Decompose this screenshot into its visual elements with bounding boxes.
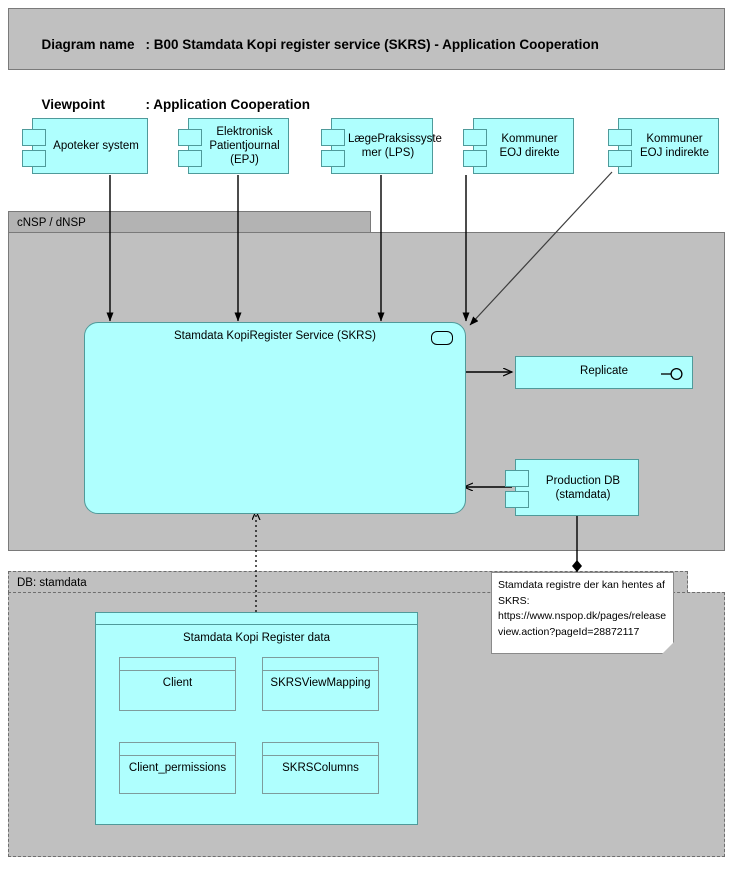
entity-label: Client_permissions: [128, 762, 227, 774]
entity-label: SKRSViewMapping: [270, 677, 371, 689]
diagram-name-line: Diagram name : B00 Stamdata Kopi register…: [19, 15, 714, 75]
component-laegepraksissystemer-lps[interactable]: LægePraksissyste mer (LPS): [321, 118, 442, 174]
application-service-skrs[interactable]: Stamdata KopiRegister Service (SKRS): [84, 322, 466, 514]
component-tab-icon: [608, 129, 632, 146]
entity-skrscolumns[interactable]: SKRSColumns: [262, 742, 379, 794]
component-kommuner-eoj-direkte[interactable]: Kommuner EOJ direkte: [463, 118, 574, 174]
group-label-db-stamdata: DB: stamdata: [17, 577, 87, 589]
entity-client-permissions[interactable]: Client_permissions: [119, 742, 236, 794]
entity-client[interactable]: Client: [119, 657, 236, 711]
entity-header-strip: [120, 658, 235, 671]
component-elektronisk-patientjournal-epj[interactable]: Elektronisk Patientjournal (EPJ): [178, 118, 289, 174]
diagram-name-key: Diagram name: [41, 37, 135, 52]
component-tab-icon: [463, 150, 487, 167]
component-tab-icon: [178, 129, 202, 146]
component-tab-icon: [608, 150, 632, 167]
connector-kommuner-indirekte-to-skrs: [469, 171, 613, 326]
note-text: Stamdata registre der kan hentes af SKRS…: [498, 579, 667, 638]
viewpoint-line: Viewpoint : Application Cooperation: [19, 75, 714, 135]
service-label: Stamdata KopiRegister Service (SKRS): [174, 330, 376, 342]
component-label: Apoteker system: [53, 140, 139, 152]
diagram-name-value: : B00 Stamdata Kopi register service (SK…: [145, 37, 599, 52]
component-label: Kommuner EOJ direkte: [499, 133, 560, 159]
component-tab-icon: [22, 150, 46, 167]
entity-header-strip: [263, 743, 378, 756]
diagram-title-banner: Diagram name : B00 Stamdata Kopi register…: [8, 8, 725, 112]
entity-header-strip: [120, 743, 235, 756]
component-tab-icon: [505, 491, 529, 508]
component-kommuner-eoj-indirekte[interactable]: Kommuner EOJ indirekte: [608, 118, 719, 174]
component-tab-icon: [178, 150, 202, 167]
component-tab-icon: [321, 129, 345, 146]
entity-label: Client: [162, 677, 193, 689]
component-label: Elektronisk Patientjournal (EPJ): [209, 126, 280, 166]
viewpoint-key: Viewpoint: [41, 97, 106, 112]
entity-label: SKRSColumns: [282, 762, 359, 774]
data-container-label: Stamdata Kopi Register data: [182, 632, 331, 644]
component-label: Kommuner EOJ indirekte: [639, 133, 710, 159]
group-label-cnsp-dnsp: cNSP / dNSP: [17, 217, 86, 229]
entity-skrsviewmapping[interactable]: SKRSViewMapping: [262, 657, 379, 711]
component-tab-icon: [463, 129, 487, 146]
note-fold-corner-icon: [662, 642, 674, 654]
application-service-icon: [431, 331, 453, 345]
viewpoint-value: : Application Cooperation: [145, 97, 311, 112]
component-production-db-stamdata[interactable]: Production DB (stamdata): [505, 459, 639, 516]
provided-interface-lollipop-icon: [661, 367, 683, 381]
component-apoteker-system[interactable]: Apoteker system: [22, 118, 148, 174]
data-container-header-strip: [96, 613, 417, 625]
note-stamdata-registre: Stamdata registre der kan hentes af SKRS…: [491, 572, 674, 654]
application-interface-replicate[interactable]: Replicate: [515, 356, 693, 389]
component-label: LægePraksissyste mer (LPS): [348, 133, 442, 159]
component-tab-icon: [505, 470, 529, 487]
group-tab-cnsp-dnsp: cNSP / dNSP: [8, 211, 371, 233]
component-tab-icon: [321, 150, 345, 167]
component-tab-icon: [22, 129, 46, 146]
replicate-label: Replicate: [580, 365, 628, 377]
component-label: Production DB (stamdata): [545, 474, 621, 501]
entity-header-strip: [263, 658, 378, 671]
